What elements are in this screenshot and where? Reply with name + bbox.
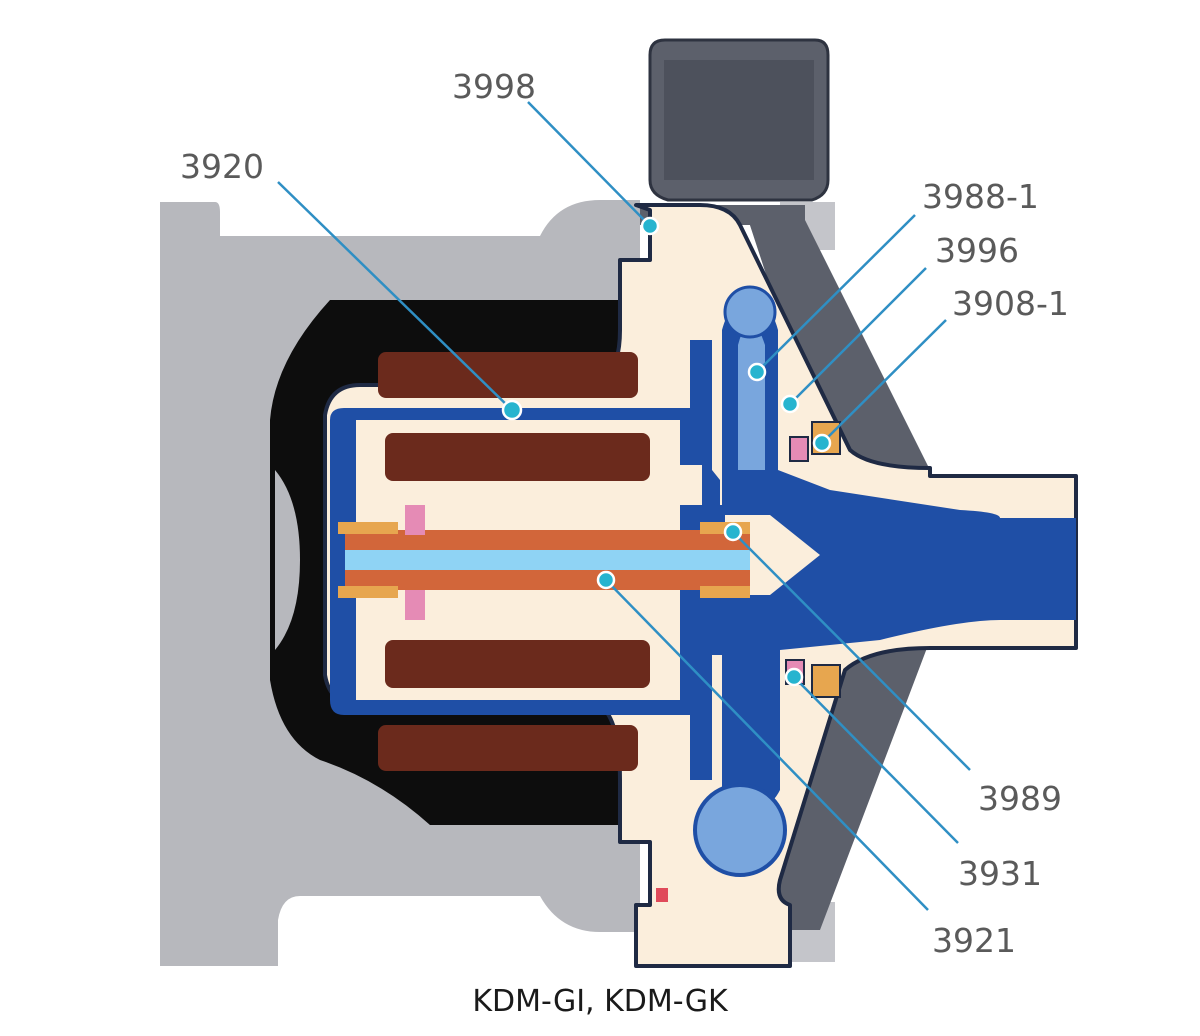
label-3931: 3931: [958, 854, 1042, 893]
dot-3920: [501, 399, 523, 421]
carrier-grey-insert: [275, 470, 300, 650]
leader-3908-1: [821, 319, 947, 444]
dot-3921: [596, 570, 616, 590]
label-3998: 3998: [452, 67, 536, 106]
dot-3931: [784, 667, 804, 687]
leader-lines: [277, 101, 971, 911]
volute-bottom: [693, 783, 787, 877]
leader-3989: [732, 531, 971, 771]
callout-dots: [501, 216, 832, 687]
dot-3908-1: [812, 433, 832, 453]
impeller-top-vane: [738, 322, 765, 470]
shaft-assembly: [338, 505, 750, 620]
volute-top: [723, 285, 777, 339]
leader-3988-1: [756, 214, 916, 373]
label-3989: 3989: [978, 779, 1062, 818]
callout-labels: 3998 3920 3988-1 3996 3908-1 3989 3931 3…: [180, 67, 1069, 960]
inner-magnets: [385, 433, 650, 688]
dot-3998: [640, 216, 660, 236]
terminal-box: [640, 38, 830, 225]
leader-3921: [605, 579, 929, 911]
leader-3920: [277, 181, 513, 411]
impeller: [680, 300, 1076, 810]
leader-3931: [793, 676, 959, 844]
dot-3988-1: [747, 362, 767, 382]
dot-3989: [723, 522, 743, 542]
label-3908-1: 3908-1: [952, 284, 1069, 323]
dot-3996: [780, 394, 800, 414]
leader-3998: [527, 101, 651, 227]
label-3988-1: 3988-1: [922, 177, 1039, 216]
model-caption: KDM-GI, KDM-GK: [472, 984, 728, 1019]
leader-3996: [789, 267, 927, 405]
label-3996: 3996: [935, 231, 1019, 270]
label-3921: 3921: [932, 921, 1016, 960]
outer-magnets: [378, 352, 638, 771]
label-3920: 3920: [180, 147, 264, 186]
